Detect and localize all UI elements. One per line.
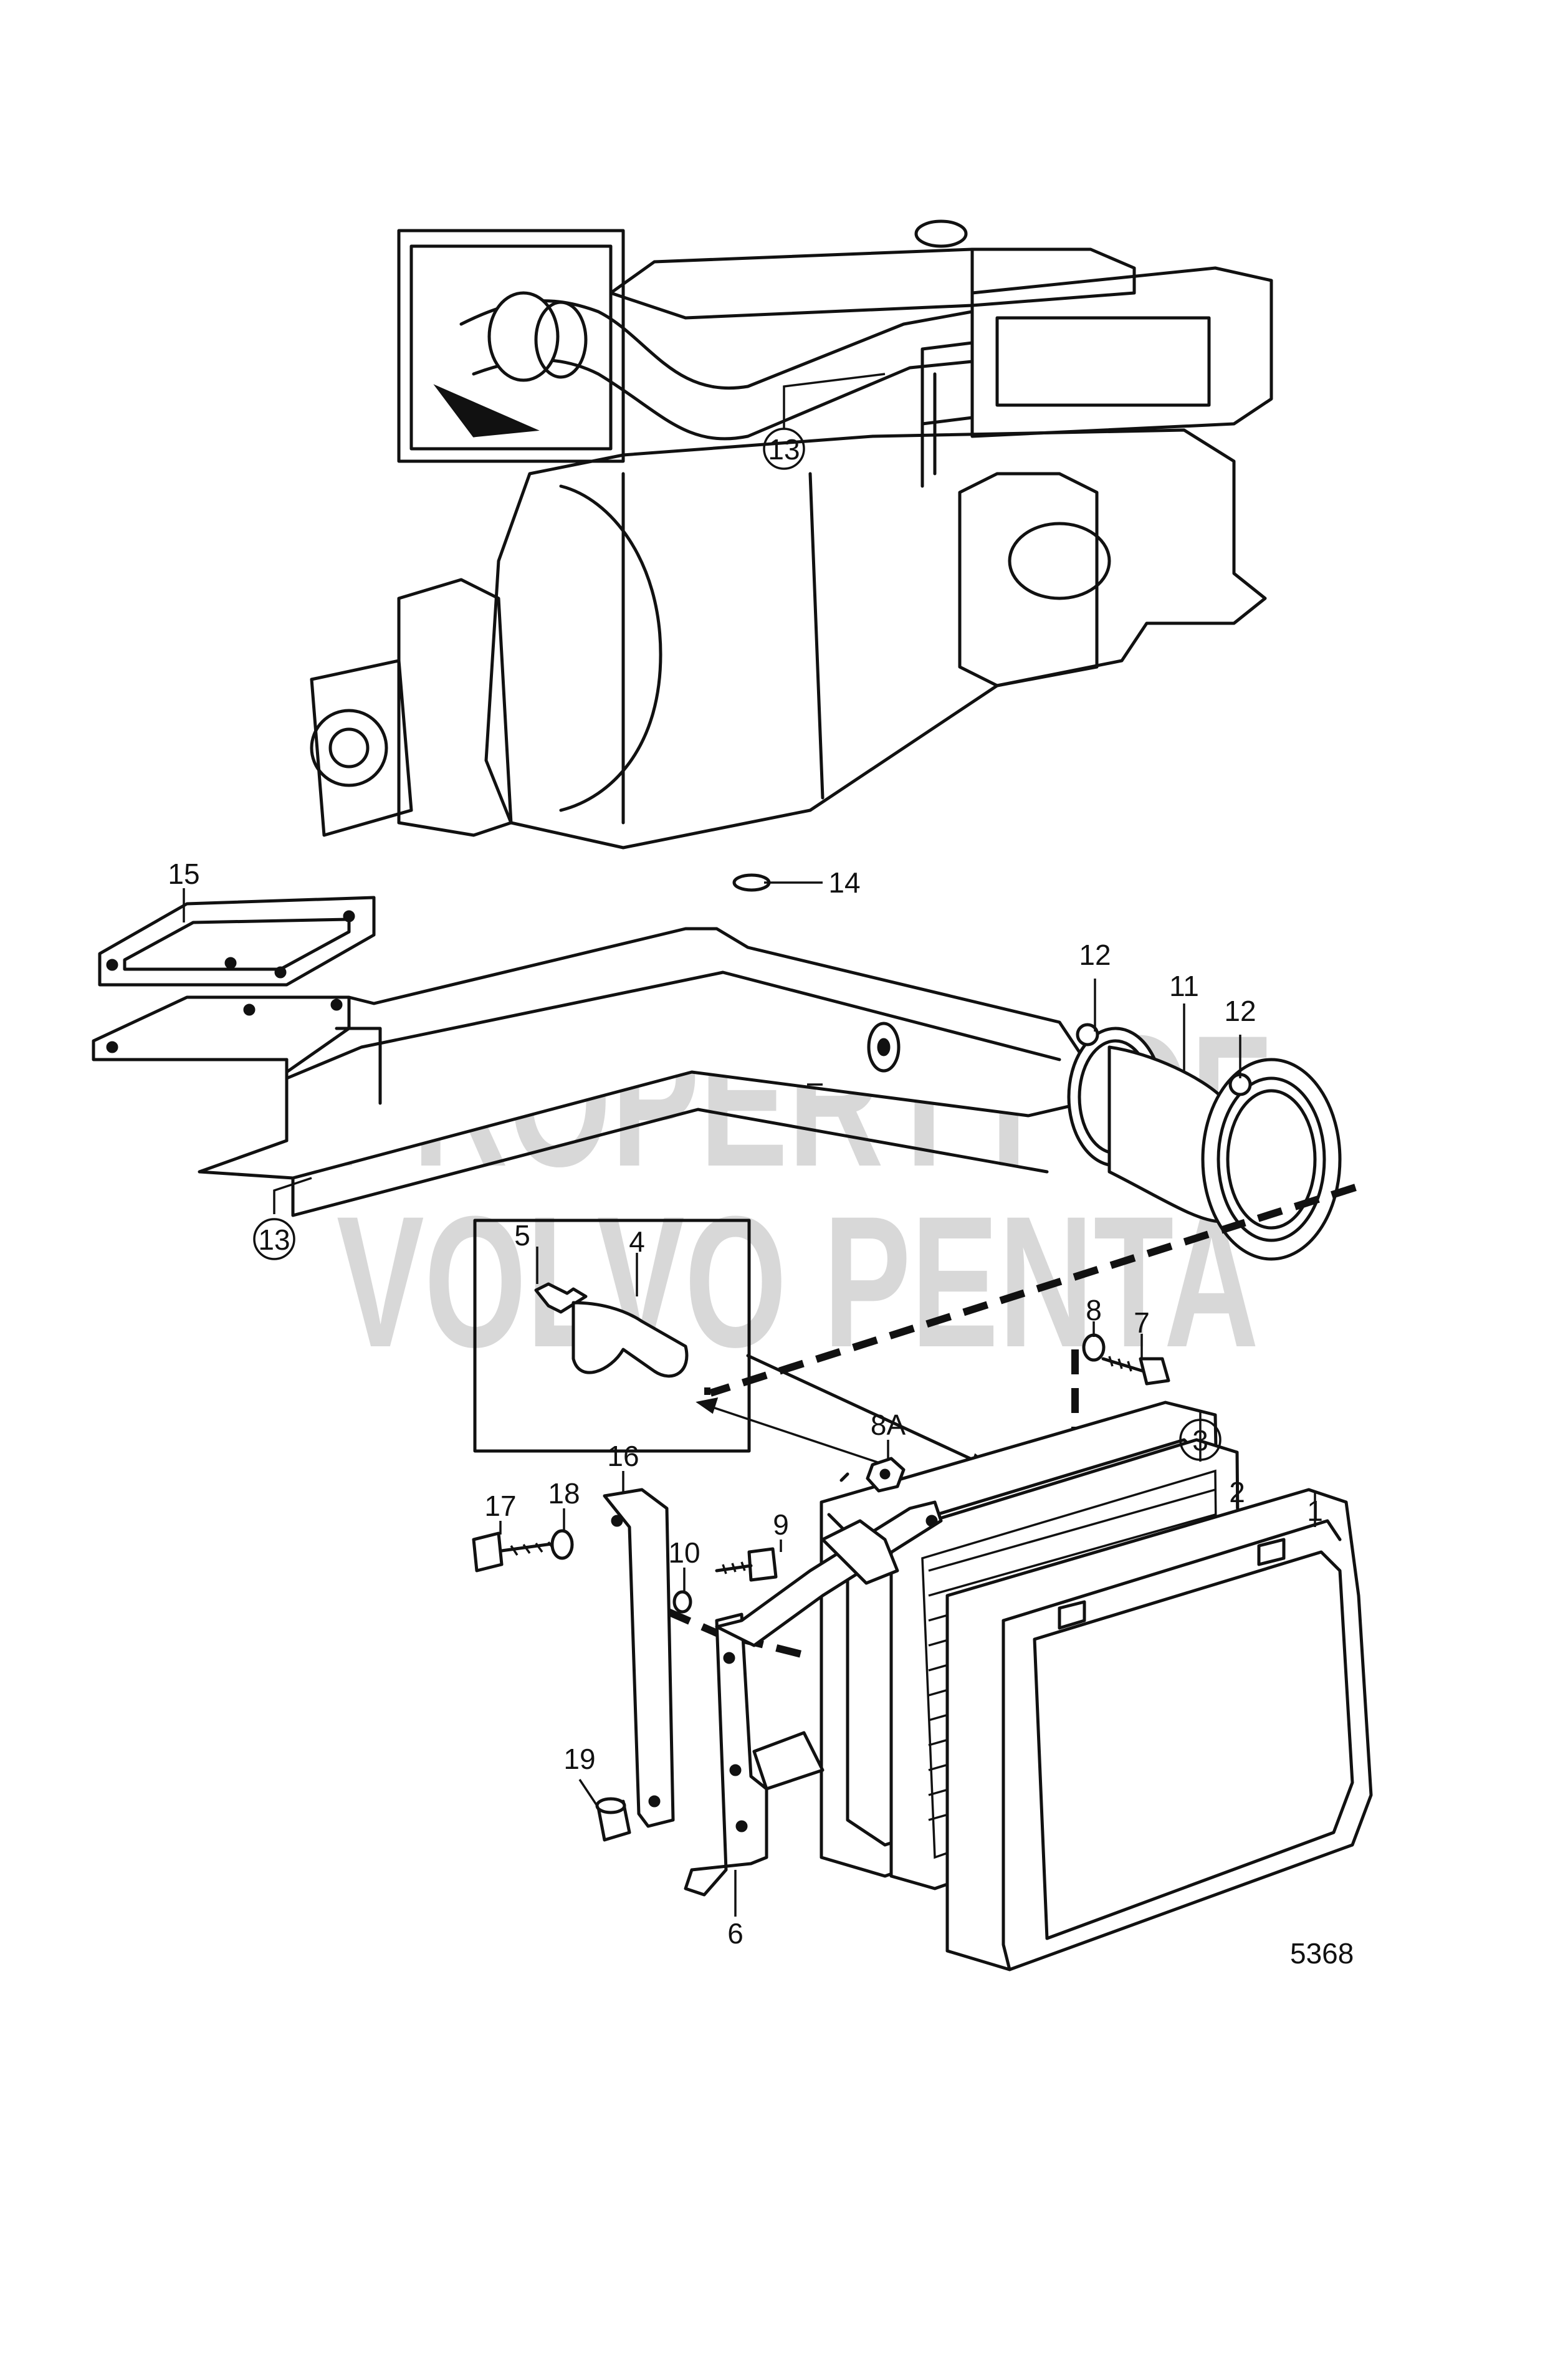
callout-1: 1	[1307, 1495, 1323, 1527]
callout-12b: 12	[1224, 995, 1256, 1027]
figure-number: 5368	[1290, 1937, 1354, 1970]
callouts: 13 15 14 12 11 12 13 5 4 8 7 3 2 1 8A 16…	[168, 428, 1323, 1950]
retaining-clip	[534, 1282, 588, 1314]
callout-13b: 13	[258, 1224, 290, 1256]
callout-16: 16	[607, 1440, 639, 1472]
callout-ring-13a	[763, 428, 805, 470]
bolt-7-head	[1139, 1357, 1170, 1386]
callout-8A: 8A	[871, 1409, 906, 1441]
intake-pipe-plug	[732, 873, 771, 892]
callout-3: 3	[1192, 1424, 1208, 1457]
watermark-line-2: VOLVO PENTA	[337, 1177, 1259, 1386]
bolt-head	[472, 1531, 504, 1573]
callout-10: 10	[668, 1536, 700, 1569]
callout-11: 11	[1169, 970, 1199, 1002]
callout-19: 19	[563, 1743, 595, 1775]
callout-14: 14	[828, 866, 860, 899]
washer	[550, 1529, 574, 1560]
callout-5: 5	[514, 1219, 530, 1252]
callout-15: 15	[168, 858, 199, 890]
detail-inset	[473, 1219, 751, 1453]
spring-clip	[571, 1301, 689, 1378]
washer-8	[1082, 1333, 1106, 1362]
callout-13a: 13	[768, 433, 800, 466]
hose-and-clamps	[1067, 1023, 1342, 1261]
leader-lines	[183, 373, 1316, 1917]
callout-9: 9	[773, 1508, 789, 1541]
hose-clamp-outer	[1201, 1058, 1342, 1261]
callout-ring-3	[1179, 1419, 1221, 1461]
callout-4: 4	[629, 1225, 645, 1258]
callout-ring-13b	[253, 1218, 295, 1260]
callout-6: 6	[727, 1917, 743, 1950]
bolt-9-head	[747, 1547, 778, 1582]
callout-2: 2	[1229, 1476, 1245, 1508]
support-bracket	[603, 1488, 675, 1828]
intake-pipe	[92, 873, 1111, 1217]
air-filter-assembly	[472, 1333, 1373, 1971]
callout-17: 17	[484, 1490, 516, 1522]
callout-8: 8	[1086, 1294, 1102, 1326]
washer-10	[672, 1590, 692, 1614]
detail-inset-frame	[473, 1219, 751, 1453]
callout-7: 7	[1134, 1306, 1150, 1339]
engine-overview-drawing	[310, 219, 1273, 850]
callout-18: 18	[548, 1477, 580, 1510]
callout-12a: 12	[1079, 939, 1111, 971]
